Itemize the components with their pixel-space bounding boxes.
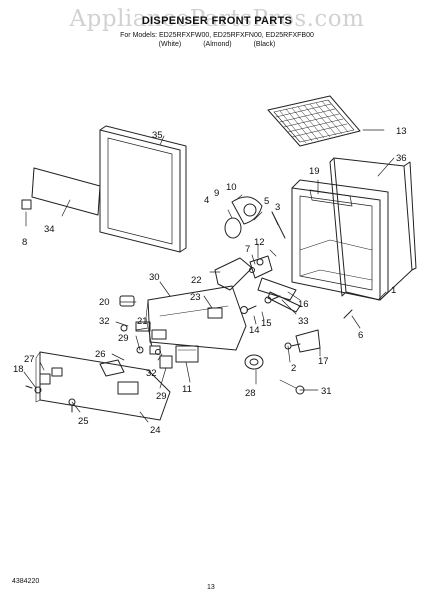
models-list: ED25RFXFW00, ED25RFXFN00, ED25RFXFB00 (159, 32, 314, 39)
callout-23: 23 (190, 292, 201, 303)
callout-20: 20 (99, 297, 110, 308)
callout-30: 30 (149, 272, 160, 283)
variant-almond: (Almond) (203, 41, 232, 48)
leader-lines (23, 129, 395, 423)
dispenser-housing-part (291, 179, 389, 301)
callout-34: 34 (44, 224, 55, 235)
callout-27: 27 (24, 354, 35, 365)
callout-6: 6 (358, 330, 363, 341)
document-number: 4384220 (12, 578, 40, 585)
trim-strip-part (31, 167, 101, 216)
callout-3: 3 (275, 202, 280, 213)
grille-part (267, 95, 361, 147)
screw-parts (25, 373, 76, 413)
callout-12: 12 (254, 237, 265, 248)
lever-assembly (214, 255, 297, 301)
callout-2: 2 (291, 363, 296, 374)
mounting-bracket-part (145, 285, 247, 351)
callout-35: 35 (152, 130, 163, 141)
callout-25: 25 (78, 416, 89, 427)
screw-6-part (343, 309, 353, 319)
callout-17: 17 (318, 356, 329, 367)
callout-7: 7 (245, 244, 250, 255)
callout-33: 33 (298, 316, 309, 327)
callout-9: 9 (214, 188, 219, 199)
watermark: AppliancePartsPros.com (69, 6, 365, 32)
actuator-mechanism (224, 196, 286, 239)
callout-19: 19 (309, 166, 320, 177)
front-frame-part (99, 125, 187, 253)
callout-18: 18 (13, 364, 24, 375)
light-socket-part (244, 354, 305, 395)
variant-black: (Black) (253, 41, 276, 48)
callout-32-upper: 32 (99, 316, 110, 327)
callout-29-lower: 29 (156, 391, 167, 402)
callout-11: 11 (182, 384, 192, 395)
callout-24: 24 (150, 425, 161, 436)
page-number: 13 (207, 584, 215, 591)
retainer-parts (284, 329, 321, 353)
callout-8: 8 (22, 237, 27, 248)
callout-31: 31 (321, 386, 332, 397)
switch-part (159, 345, 199, 369)
back-panel-part (329, 157, 417, 301)
callout-26: 26 (95, 349, 106, 360)
models-line: For Models: ED25RFXFW00, ED25RFXFN00, ED… (0, 32, 434, 39)
callout-15: 15 (261, 318, 272, 329)
callout-14: 14 (249, 325, 260, 336)
callout-13: 13 (396, 126, 407, 137)
callout-36: 36 (396, 153, 407, 164)
callout-29-upper: 29 (118, 333, 129, 344)
page-title: DISPENSER FRONT PARTS (141, 15, 293, 27)
callout-21: 21 (137, 316, 148, 327)
clip-part (21, 199, 32, 210)
pin-parts (240, 291, 301, 314)
models-prefix: For Models: (120, 32, 158, 39)
callout-1: 1 (391, 285, 396, 296)
callout-10: 10 (226, 182, 237, 193)
callout-4: 4 (204, 195, 209, 206)
callout-5: 5 (264, 196, 269, 207)
callout-28: 28 (245, 388, 256, 399)
callout-32-lower: 32 (146, 368, 157, 379)
lower-panel-part (35, 351, 171, 421)
color-variants: (White) (Almond) (Black) (0, 41, 434, 48)
variant-white: (White) (158, 41, 182, 48)
callout-labels: 1 2 3 4 5 6 7 8 9 10 11 12 13 14 15 16 1… (13, 126, 407, 436)
callout-16: 16 (298, 299, 309, 310)
callout-22: 22 (191, 275, 202, 286)
